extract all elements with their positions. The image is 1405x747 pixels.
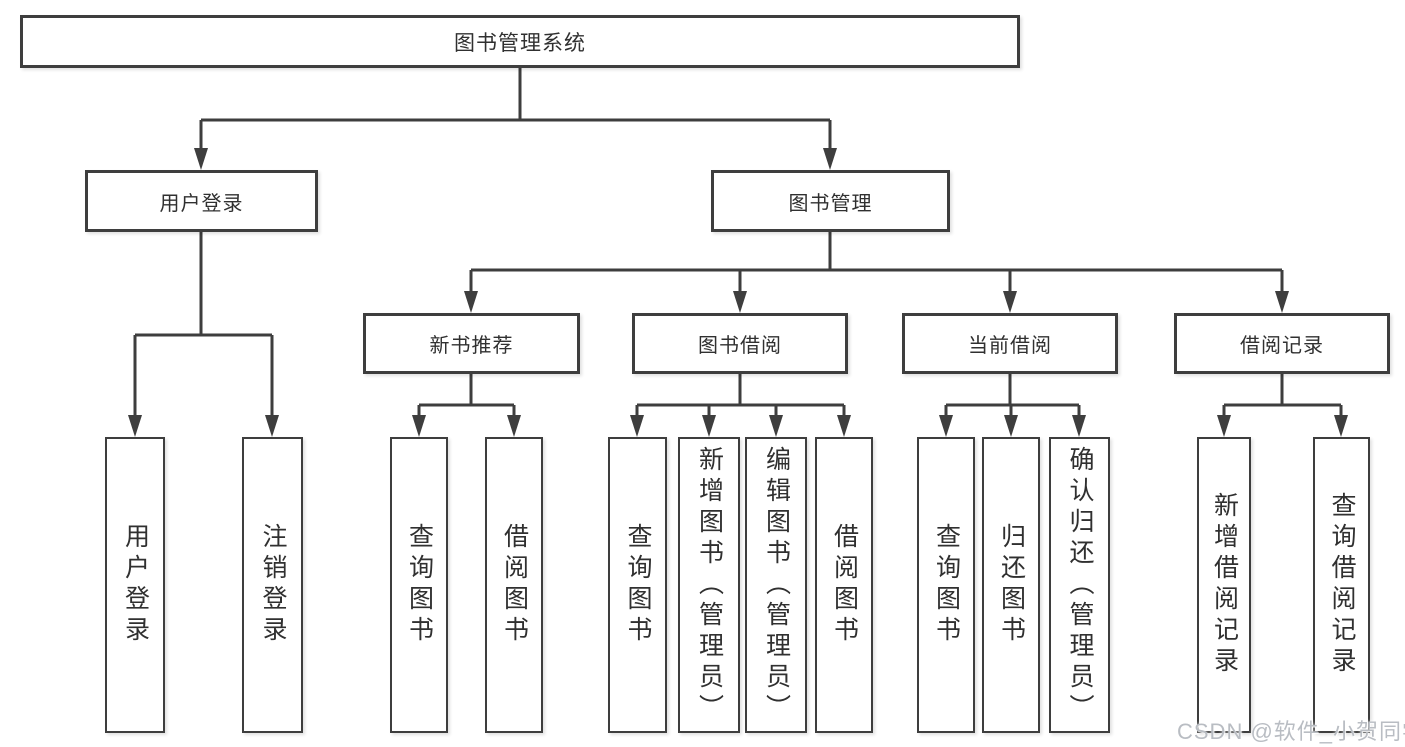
node-label: 归还图书 — [997, 523, 1026, 647]
node-label: 用户登录 — [159, 192, 244, 215]
node-library-system: 图书管理系统 — [20, 15, 1020, 68]
node-label: 新书推荐 — [429, 335, 514, 357]
node-label: 确认归还（管理员） — [1066, 445, 1094, 725]
arrowheads — [128, 148, 1348, 437]
leaf-query-books-borrowing: 查询图书 — [608, 437, 667, 733]
leaf-query-books-current: 查询图书 — [917, 437, 975, 733]
leaf-query-borrow-record: 查询借阅记录 — [1313, 437, 1370, 733]
node-user-login: 用户登录 — [85, 170, 318, 232]
node-label: 借阅记录 — [1240, 335, 1324, 357]
node-label: 当前借阅 — [968, 335, 1052, 357]
node-label: 查询借阅记录 — [1328, 492, 1356, 678]
leaf-query-books-recommend: 查询图书 — [390, 437, 448, 733]
node-label: 查询图书 — [932, 523, 961, 647]
leaf-logout: 注销登录 — [242, 437, 303, 733]
node-label: 新增借阅记录 — [1210, 492, 1239, 678]
leaf-borrow-books-borrowing: 借阅图书 — [815, 437, 873, 733]
node-book-management: 图书管理 — [711, 170, 950, 232]
node-label: 新增图书（管理员） — [695, 445, 724, 725]
node-label: 查询图书 — [624, 523, 652, 647]
node-label: 编辑图书（管理员） — [762, 445, 791, 725]
leaf-confirm-return-admin: 确认归还（管理员） — [1049, 437, 1110, 733]
leaf-edit-book-admin: 编辑图书（管理员） — [745, 437, 807, 733]
leaf-borrow-books-recommend: 借阅图书 — [485, 437, 543, 733]
node-current-borrowing: 当前借阅 — [902, 313, 1118, 374]
node-borrowing-records: 借阅记录 — [1174, 313, 1390, 374]
leaf-user-login: 用户登录 — [105, 437, 165, 733]
node-label: 图书借阅 — [698, 335, 782, 357]
node-book-borrowing: 图书借阅 — [632, 313, 848, 374]
node-label: 用户登录 — [121, 523, 150, 647]
leaf-add-book-admin: 新增图书（管理员） — [678, 437, 740, 733]
node-label: 图书管理 — [788, 192, 873, 215]
node-label: 查询图书 — [405, 523, 434, 647]
node-label: 借阅图书 — [500, 523, 529, 647]
leaf-return-books: 归还图书 — [982, 437, 1040, 733]
node-label: 借阅图书 — [830, 523, 859, 647]
node-new-book-recommendation: 新书推荐 — [363, 313, 580, 374]
node-label: 注销登录 — [259, 523, 287, 647]
csdn-watermark: CSDN @软件_小贺同学 — [1177, 719, 1405, 744]
connector-segments — [133, 68, 1343, 419]
leaf-add-borrow-record: 新增借阅记录 — [1197, 437, 1251, 733]
node-label: 图书管理系统 — [454, 31, 586, 55]
